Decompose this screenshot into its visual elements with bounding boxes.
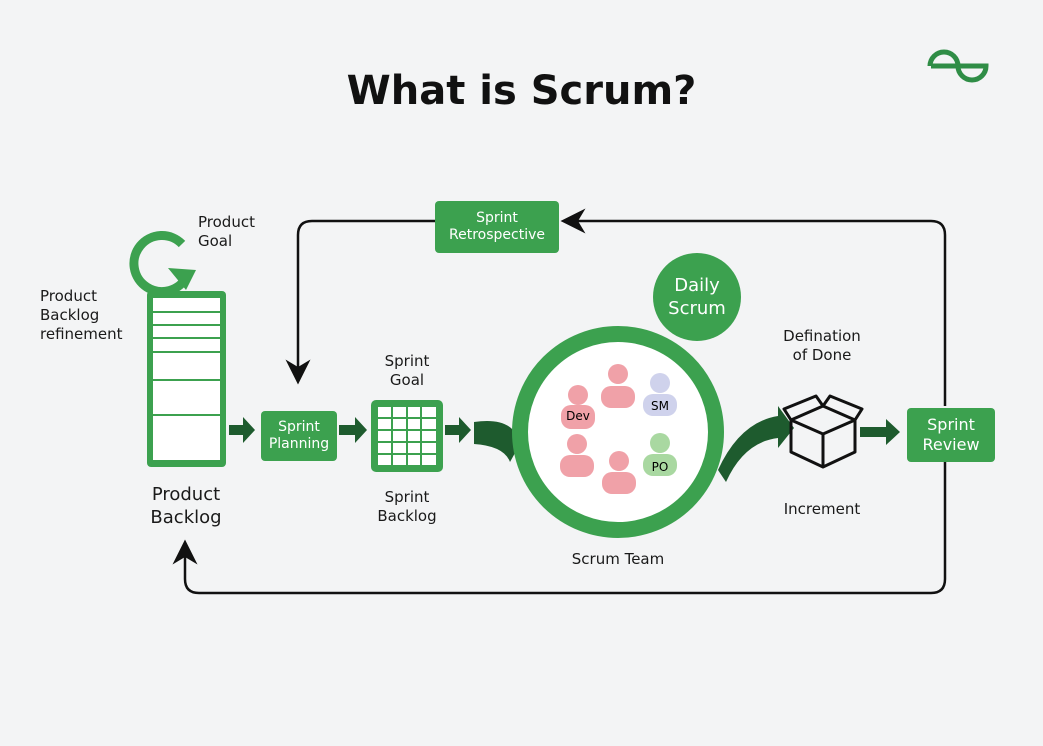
refinement-cycle-icon	[129, 231, 196, 297]
review-to-backlog-arrow	[172, 460, 947, 595]
logo-icon	[927, 49, 989, 83]
product-goal-label: Product Goal	[198, 213, 255, 250]
po-tag: PO	[652, 460, 669, 474]
sprint-review-box: Sprint Review	[907, 408, 995, 462]
sprint-backlog-to-team-arrow	[445, 417, 471, 443]
planning-to-sprint-backlog-arrow	[339, 417, 367, 443]
increment-label: Increment	[783, 500, 861, 518]
sprint-goal-label: Sprint Goal	[384, 352, 430, 389]
sprint-planning-box: Sprint Planning	[261, 411, 337, 461]
daily-scrum-badge	[653, 253, 741, 341]
team-member-sm	[643, 373, 677, 416]
out-of-team-flow	[718, 406, 794, 482]
increment-box-icon	[782, 394, 864, 469]
product-backlog-label: Product Backlog	[150, 484, 222, 528]
team-member-3	[560, 434, 594, 477]
product-backlog-stack	[147, 291, 226, 467]
into-team-flow	[474, 420, 520, 462]
dev-tag: Dev	[566, 409, 590, 423]
page-title: What is Scrum?	[346, 68, 697, 114]
retrospective-loop-arrow	[560, 208, 947, 406]
sm-tag: SM	[651, 399, 669, 413]
team-member-dev	[561, 385, 595, 429]
increment-to-review-arrow	[860, 419, 900, 445]
team-member-2	[601, 364, 635, 408]
backlog-refinement-label: Product Backlog refinement	[40, 287, 123, 343]
team-member-po	[643, 433, 677, 476]
backlog-to-planning-arrow	[229, 417, 255, 443]
retro-to-planning-arrow	[285, 219, 435, 385]
definition-of-done-label: Defination of Done	[783, 327, 861, 364]
sprint-backlog-grid	[371, 400, 443, 472]
scrum-team-ring	[512, 326, 724, 538]
scrum-team-label: Scrum Team	[571, 550, 665, 568]
daily-scrum-label: Daily Scrum	[668, 275, 726, 319]
team-member-4	[602, 451, 636, 494]
sprint-retrospective-box: Sprint Retrospective	[435, 201, 559, 253]
sprint-backlog-label: Sprint Backlog	[377, 488, 437, 525]
